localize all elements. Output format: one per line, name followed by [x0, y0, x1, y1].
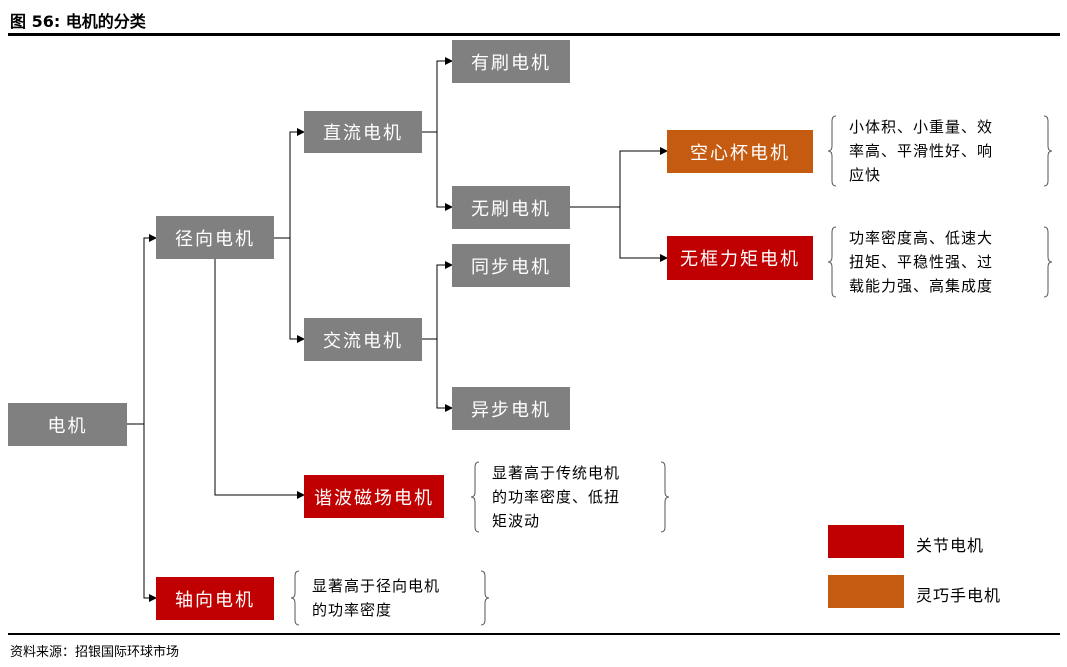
node-harmonic-field-motor: 谐波磁场电机	[304, 475, 444, 518]
bottom-rule	[8, 633, 1060, 635]
node-radial-motor: 径向电机	[156, 216, 274, 259]
right-brace-icon	[660, 461, 670, 533]
legend-label-dexterous-hand-motor: 灵巧手电机	[916, 586, 1002, 605]
legend-label-joint-motor: 关节电机	[916, 536, 985, 555]
left-brace-icon	[827, 226, 837, 298]
node-brushed-motor: 有刷电机	[452, 40, 570, 83]
note-line: 的功率密度	[312, 601, 393, 619]
node-motor: 电机	[8, 403, 127, 446]
edge-motor-radial	[127, 234, 157, 425]
note-line: 应快	[849, 166, 882, 184]
right-brace-icon	[480, 570, 490, 626]
node-async-motor: 异步电机	[452, 387, 570, 430]
left-brace-icon	[470, 461, 480, 533]
note-axial: 显著高于径向电机 的功率密度	[290, 570, 490, 626]
edge-radial-dc	[274, 128, 305, 239]
note-line: 载能力强、高集成度	[849, 277, 994, 295]
node-sync-motor: 同步电机	[452, 244, 570, 287]
node-axial-motor: 轴向电机	[156, 577, 274, 620]
right-brace-icon	[1043, 115, 1053, 187]
note-line: 的功率密度、低扭	[492, 488, 621, 506]
left-brace-icon	[290, 570, 300, 626]
edge-brushless-frameless	[619, 207, 668, 262]
top-rule	[8, 33, 1060, 36]
edge-radial-ac	[289, 238, 305, 343]
legend-swatch-dexterous-hand-motor	[828, 575, 904, 608]
edge-ac-async	[436, 339, 453, 412]
note-line: 率高、平滑性好、响	[849, 142, 994, 160]
edge-radial-harmonic	[214, 259, 305, 499]
note-line: 小体积、小重量、效	[849, 118, 994, 136]
note-coreless: 小体积、小重量、效 率高、平滑性好、响 应快	[827, 115, 1053, 187]
edge-motor-axial	[143, 424, 157, 602]
edge-dc-brushless	[436, 132, 453, 211]
edge-dc-brushed	[422, 57, 453, 133]
node-dc-motor: 直流电机	[304, 111, 422, 153]
edge-ac-sync	[422, 261, 453, 340]
left-brace-icon	[827, 115, 837, 187]
note-line: 功率密度高、低速大	[849, 229, 994, 247]
legend-swatch-joint-motor	[828, 525, 904, 558]
note-line: 扭矩、平稳性强、过	[849, 253, 994, 271]
right-brace-icon	[1043, 226, 1053, 298]
note-frameless: 功率密度高、低速大 扭矩、平稳性强、过 载能力强、高集成度	[827, 226, 1053, 298]
node-ac-motor: 交流电机	[304, 318, 422, 361]
edge-brushless-coreless	[570, 147, 668, 208]
note-line: 显著高于传统电机	[492, 464, 621, 482]
figure-title: 图 56: 电机的分类	[10, 12, 146, 31]
note-line: 显著高于径向电机	[312, 577, 441, 595]
node-frameless-torque-motor: 无框力矩电机	[667, 236, 813, 280]
node-coreless-motor: 空心杯电机	[667, 130, 813, 173]
note-harmonic: 显著高于传统电机 的功率密度、低扭 矩波动	[470, 461, 670, 533]
source-note: 资料来源：招银国际环球市场	[10, 645, 180, 660]
note-line: 矩波动	[492, 512, 541, 530]
node-brushless-motor: 无刷电机	[452, 186, 570, 229]
